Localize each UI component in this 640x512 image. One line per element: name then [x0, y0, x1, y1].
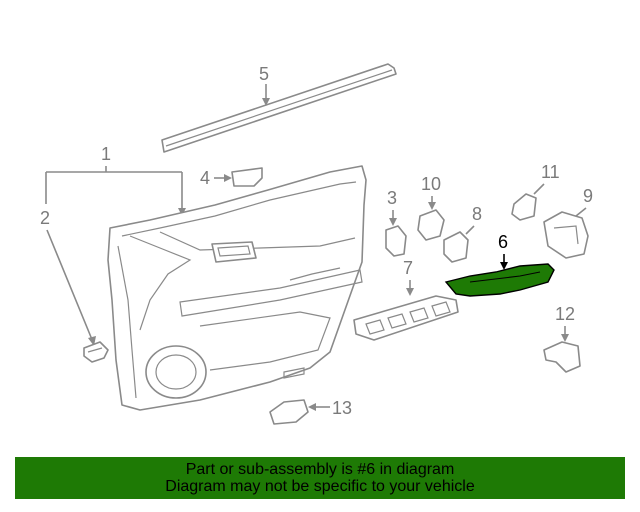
arrowhead-6 — [500, 262, 508, 270]
callout-4: 4 — [200, 168, 210, 188]
callout-13: 13 — [332, 398, 352, 418]
callout-12: 12 — [555, 304, 575, 324]
part-4-trim-piece[interactable] — [231, 167, 263, 187]
part-11-clip[interactable] — [511, 193, 537, 221]
callout-5: 5 — [259, 64, 269, 84]
callout-6: 6 — [498, 232, 508, 252]
banner-line-1: Part or sub-assembly is #6 in diagram — [185, 461, 455, 478]
callout-11: 11 — [541, 162, 560, 182]
arrowhead-5 — [262, 98, 270, 106]
part-3-bracket[interactable] — [385, 225, 407, 257]
arrowhead-13 — [308, 403, 316, 411]
part-9-bracket[interactable] — [543, 211, 589, 259]
leader-2 — [46, 229, 94, 343]
part-5-weatherstrip[interactable] — [161, 63, 397, 153]
part-8-switch[interactable] — [443, 231, 469, 263]
callout-8: 8 — [472, 204, 482, 224]
arrowhead-12 — [561, 334, 569, 342]
arrowhead-4 — [224, 174, 232, 182]
leader-1 — [45, 166, 183, 212]
arrowhead-10 — [428, 202, 436, 210]
arrowhead-3 — [389, 218, 397, 226]
callout-10: 10 — [421, 174, 441, 194]
parts-diagram: 5 1 2 4 3 — [40, 63, 593, 425]
callout-2: 2 — [40, 208, 50, 228]
info-banner: Part or sub-assembly is #6 in diagram Di… — [15, 457, 625, 499]
part-10-switch[interactable] — [417, 209, 445, 241]
part-7-switch-base[interactable] — [353, 295, 459, 341]
part-2-clip[interactable] — [83, 341, 109, 363]
part-13-pocket[interactable] — [269, 399, 309, 425]
callout-3: 3 — [387, 188, 397, 208]
callout-9: 9 — [583, 186, 593, 206]
callout-7: 7 — [403, 258, 413, 278]
leader-9 — [575, 207, 587, 217]
banner-line-2: Diagram may not be specific to your vehi… — [165, 478, 475, 495]
part-6-armrest-base-highlighted[interactable] — [444, 263, 555, 297]
part-1-door-trim-panel[interactable] — [107, 165, 367, 411]
callout-1: 1 — [101, 144, 111, 164]
arrowhead-7 — [406, 288, 414, 296]
leader-8 — [465, 225, 475, 235]
part-12-hinge[interactable] — [543, 341, 581, 373]
leader-11 — [533, 183, 545, 195]
